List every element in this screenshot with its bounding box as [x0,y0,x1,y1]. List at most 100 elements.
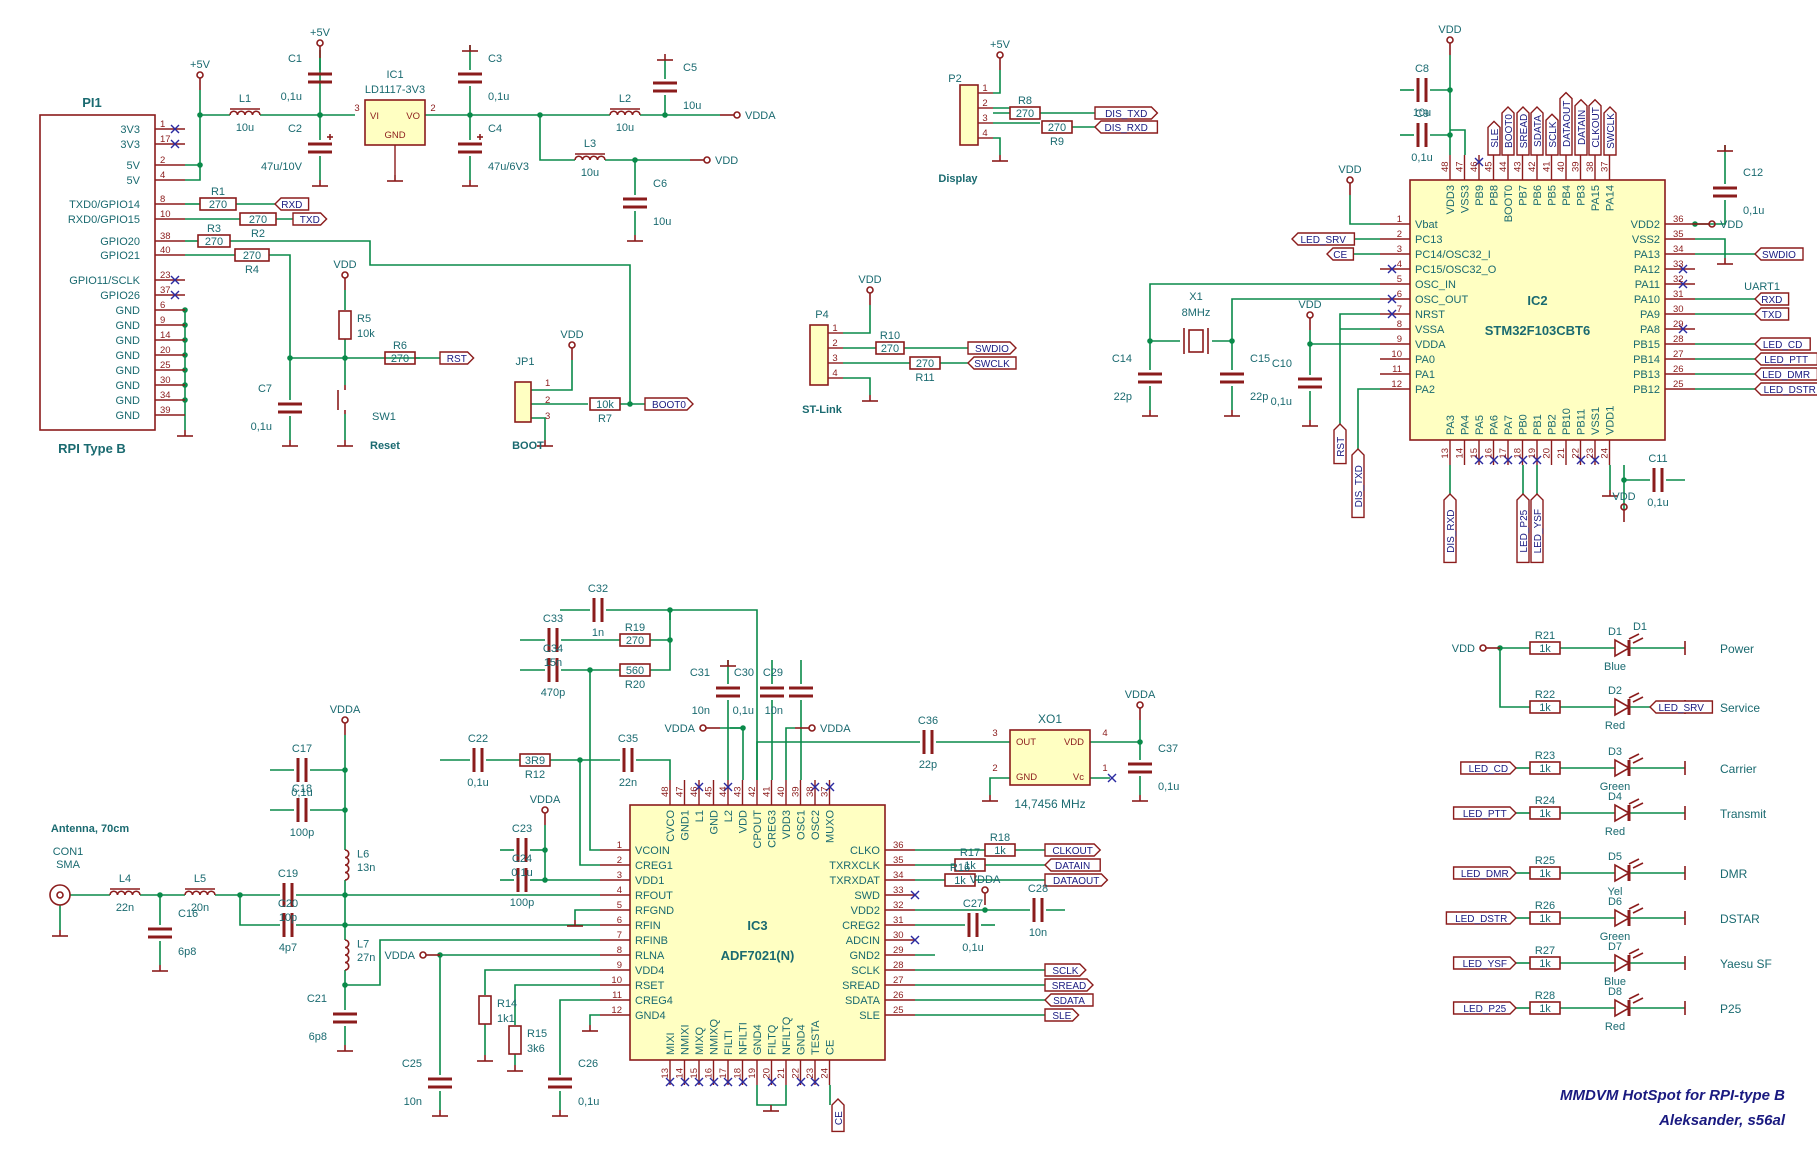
power-port [1446,36,1454,44]
ic1-pin-num: 3 [354,103,359,114]
inductor-ref: L5 [194,873,206,885]
led-ref: D2 [1608,685,1622,697]
ic2-pin-name: VSSA [1415,324,1445,336]
rpi-pin-num: 2 [160,155,165,166]
led-color: Red [1605,826,1625,838]
net-label-box [1044,1008,1080,1022]
power-label: VDD [858,274,881,286]
wire [559,999,600,1075]
rpi-pin-name: GND [116,305,141,317]
resistor-ref: R11 [915,372,934,384]
led-diode [1614,953,1631,973]
resistor-value: 10k [357,328,375,340]
resistor-value: 1k [1539,1003,1551,1015]
rpi-pin-name: GPIO11/SCLK [69,275,140,287]
net-label: RXD [1761,295,1782,306]
net-label: DATAOUT [1562,101,1573,147]
rpi-pin-num: 23 [160,270,171,281]
rpi-pin-name: GND [116,335,141,347]
led-ref: D3 [1608,746,1622,758]
resistor [984,843,1016,857]
wire [574,909,600,920]
rpi-pin-num: 8 [160,194,165,205]
net-label: LED_CD [1763,340,1802,351]
ic3-pin-num: 17 [718,1068,729,1079]
power-label: VDD [1720,219,1743,231]
rpi-pin-num: 6 [160,300,165,311]
rpi-pin-num: 38 [160,231,171,242]
ic3-pin-name: L2 [723,810,735,822]
resistor [909,356,941,370]
resistor-value: 270 [205,236,223,248]
ic3-pin-num: 22 [791,1068,802,1079]
ic2-pin-name: PA3 [1445,415,1457,435]
net-label: LED_SRV [1300,235,1346,246]
net-label-box [1044,858,1101,872]
jp1-pin: 3 [545,411,550,422]
net-label-box [967,341,1017,355]
p4-ref: P4 [815,309,828,321]
junction-dot [1621,477,1627,483]
capacitor-ref: C24 [512,853,532,865]
resistor-value: 1k [1539,702,1551,714]
stroke [910,890,920,900]
net-label-box [1452,956,1517,970]
stroke [170,275,180,285]
ic2-pin-name: PB13 [1633,369,1660,381]
wire [1450,129,1466,155]
ic2-pin-num: 38 [1585,161,1596,172]
p4-body [809,324,829,386]
rpi-pin-name: 3V3 [120,139,140,151]
ic3-pin-name: ADCIN [846,935,880,947]
ic3-pin-num: 44 [718,786,729,797]
capacitor-ref: C5 [683,62,697,74]
ic3-pin-name: RFIN [635,920,661,932]
stroke [1632,952,1644,959]
ic2-pin-num: 22 [1571,448,1582,459]
ic2-pin-name: PC13 [1415,234,1443,246]
net-label: SWDIO [975,344,1009,355]
ic2-pin-num: 45 [1484,161,1495,172]
ic3-pin-name: VCOIN [635,845,670,857]
stroke [1503,455,1513,465]
stroke [694,1077,704,1087]
ic3-pin-num: 38 [805,786,816,797]
ic2-pin-name: Vbat [1415,219,1438,231]
ic3-pin-num: 21 [776,1068,787,1079]
net-label: RST [1336,437,1347,457]
resistor-ref: R28 [1535,990,1555,1002]
rpi-pin-num: 14 [160,330,171,341]
power-port [341,716,349,724]
power-label: VDD [1452,643,1475,655]
ic2-pin-num: 25 [1673,379,1684,390]
net-label: RXD [281,200,302,211]
resistor-value: 3R9 [525,755,545,767]
ic2-pin-name: PB8 [1489,185,1501,206]
led-diode [1614,697,1631,717]
resistor-ref: R1 [211,186,225,198]
resistor-value: 1k [1539,868,1551,880]
capacitor-value: 6p8 [178,946,196,958]
wire [514,984,600,1025]
led-name: DMR [1720,867,1748,881]
ic3-pin-name: TXRXDAT [829,875,880,887]
net-label-box [1452,866,1517,880]
resistor-ref: R16 [950,862,970,874]
ic3-pin-num: 35 [893,855,904,866]
led-color: Red [1605,1021,1625,1033]
p4-name: ST-Link [802,404,843,416]
resistor [875,341,905,355]
stroke [767,1077,777,1087]
capacitor-value: 100p [510,897,534,909]
net-label: DIS_RXD [1446,510,1457,553]
net-label: LED_SRV [1658,703,1704,714]
xo1-ref: XO1 [1038,712,1062,726]
stroke [1628,948,1640,955]
rpi-pin-num: 4 [160,170,165,181]
ic2-pin-num: 44 [1498,161,1509,172]
ic2-pin-name: PC15/OSC32_O [1415,264,1497,276]
sheet-title: MMDVM HotSpot for RPI-type B [1560,1087,1785,1104]
p2-name: Display [938,173,978,185]
ic2-pin-num: 12 [1391,379,1402,390]
resistor [619,633,651,647]
